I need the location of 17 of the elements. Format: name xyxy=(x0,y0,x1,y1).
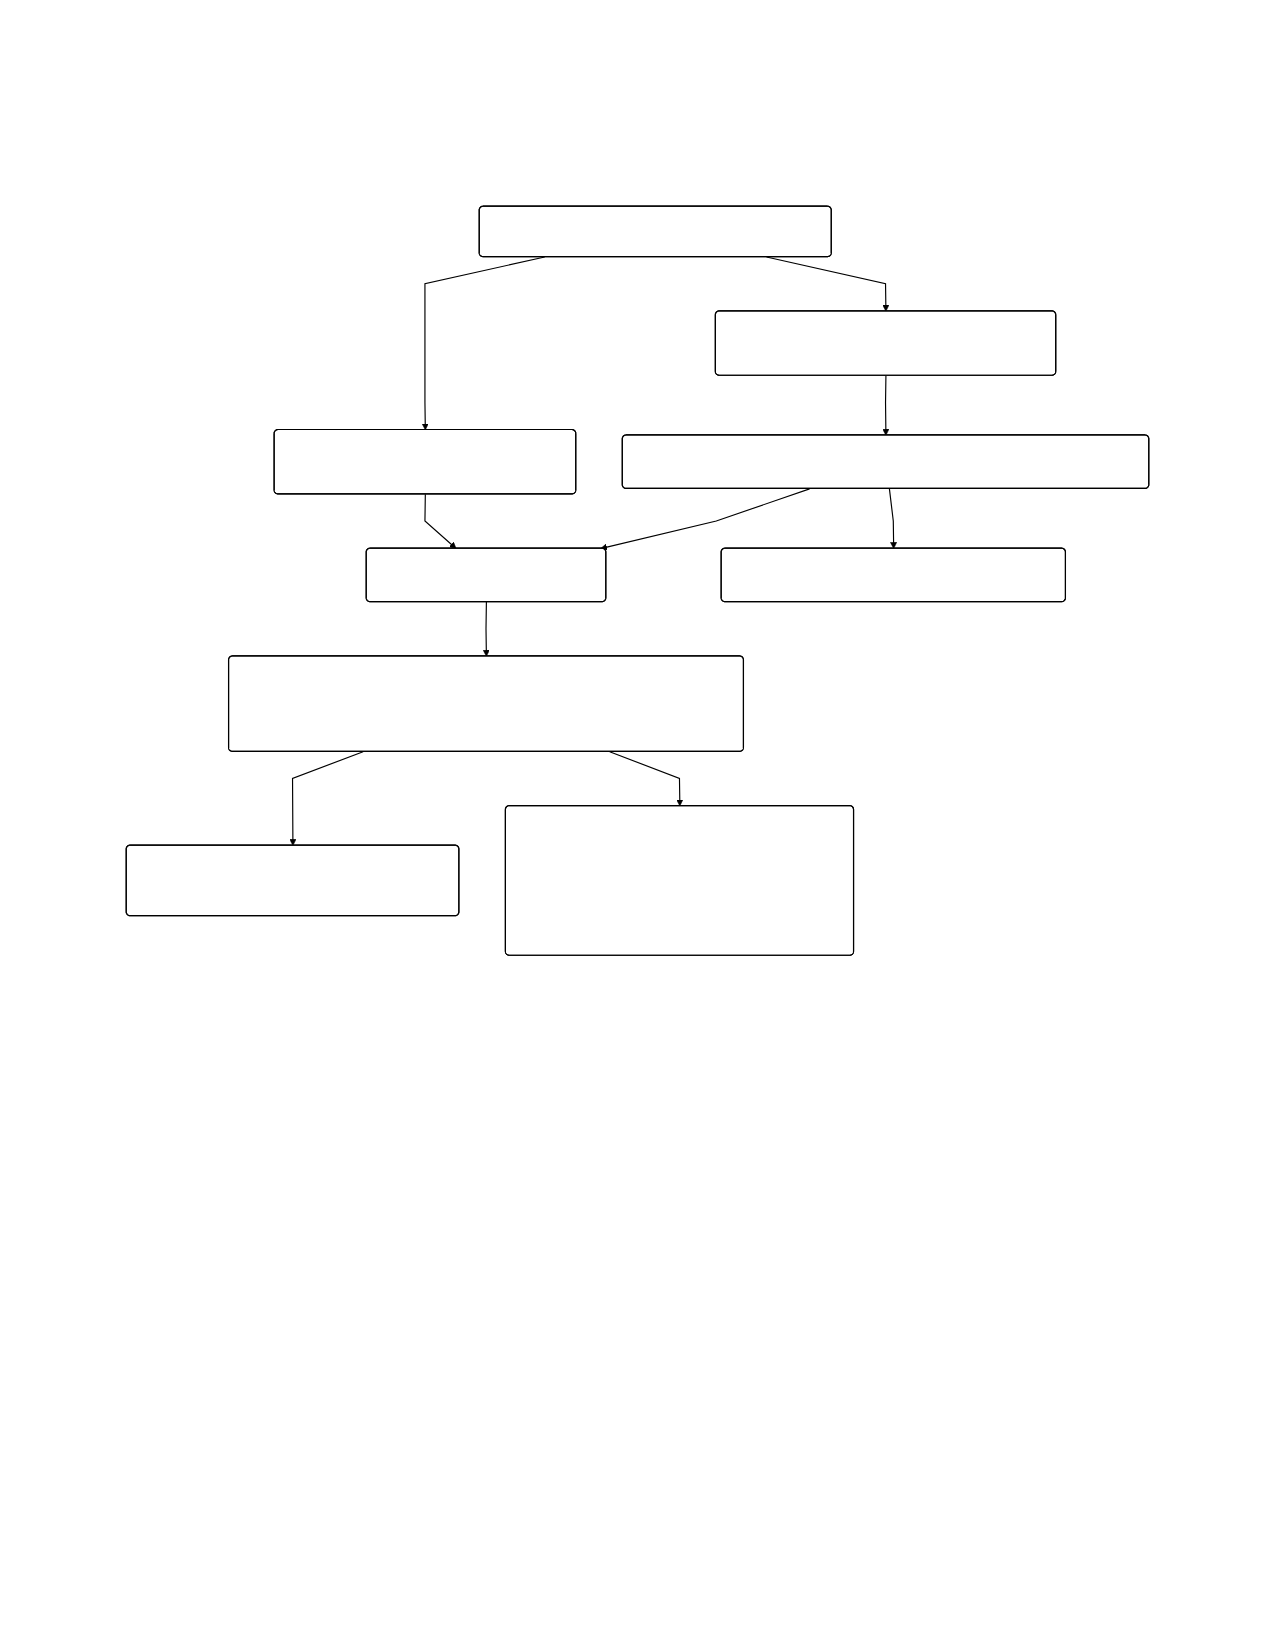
arrow xyxy=(609,751,684,807)
process-box xyxy=(621,434,1150,490)
arrow xyxy=(888,488,897,549)
process-box xyxy=(273,428,577,495)
process-box xyxy=(365,547,607,603)
process-box xyxy=(125,844,460,917)
arrow xyxy=(482,601,490,657)
arrow xyxy=(600,488,811,551)
arrow xyxy=(421,256,546,431)
arrow xyxy=(882,375,890,436)
process-box xyxy=(478,205,832,258)
process-box xyxy=(228,655,745,752)
process-box xyxy=(504,805,855,956)
process-box xyxy=(714,310,1057,376)
process-box xyxy=(720,547,1066,603)
arrow xyxy=(424,493,457,549)
arrow xyxy=(289,751,364,846)
